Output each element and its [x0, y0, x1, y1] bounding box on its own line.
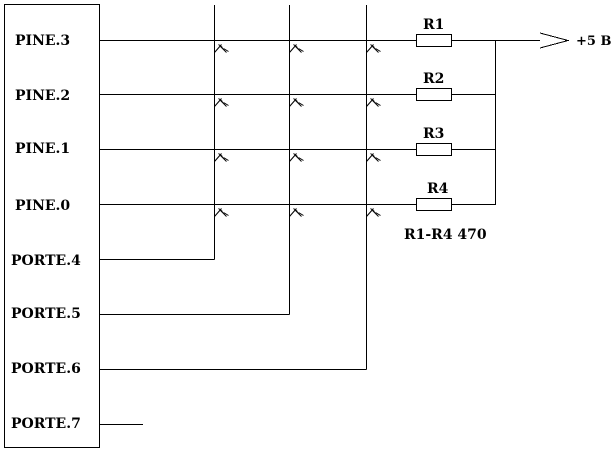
- key-switch-icon: [366, 208, 381, 217]
- pin-label-pine0: PINE.0: [15, 198, 70, 214]
- pin-label-pine1: PINE.1: [15, 141, 70, 157]
- pin-label-pine2: PINE.2: [15, 88, 70, 104]
- pin-label-pine3: PINE.3: [15, 33, 70, 49]
- key-switch-icon: [289, 153, 304, 162]
- key-switch-matrix: [214, 44, 381, 217]
- port-block: [4, 4, 100, 448]
- resistor-r4: [416, 198, 452, 211]
- resistor-r1: [416, 34, 452, 47]
- key-switch-icon: [289, 98, 304, 107]
- key-switch-icon: [289, 208, 304, 217]
- resistor-label-r4: R4: [427, 181, 449, 197]
- key-switch-icon: [214, 98, 229, 107]
- resistor-r2: [416, 88, 452, 101]
- resistor-label-r3: R3: [423, 126, 444, 142]
- resistor-label-r1: R1: [423, 17, 444, 33]
- supply-arrow-icon: [539, 32, 570, 49]
- key-switch-icon: [366, 98, 381, 107]
- pin-label-porte5: PORTE.5: [11, 306, 81, 322]
- resistor-label-r2: R2: [423, 71, 444, 87]
- resistor-note: R1-R4 470: [404, 227, 487, 243]
- key-switch-icon: [214, 44, 229, 53]
- key-switch-icon: [289, 44, 304, 53]
- pin-label-porte7: PORTE.7: [11, 416, 81, 432]
- key-switch-icon: [214, 153, 229, 162]
- key-switch-icon: [366, 153, 381, 162]
- key-switch-icon: [366, 44, 381, 53]
- pin-label-porte6: PORTE.6: [11, 361, 81, 377]
- key-switch-icon: [214, 208, 229, 217]
- resistor-r3: [416, 143, 452, 156]
- supply-label: +5 B: [576, 34, 611, 49]
- pin-label-porte4: PORTE.4: [11, 253, 81, 269]
